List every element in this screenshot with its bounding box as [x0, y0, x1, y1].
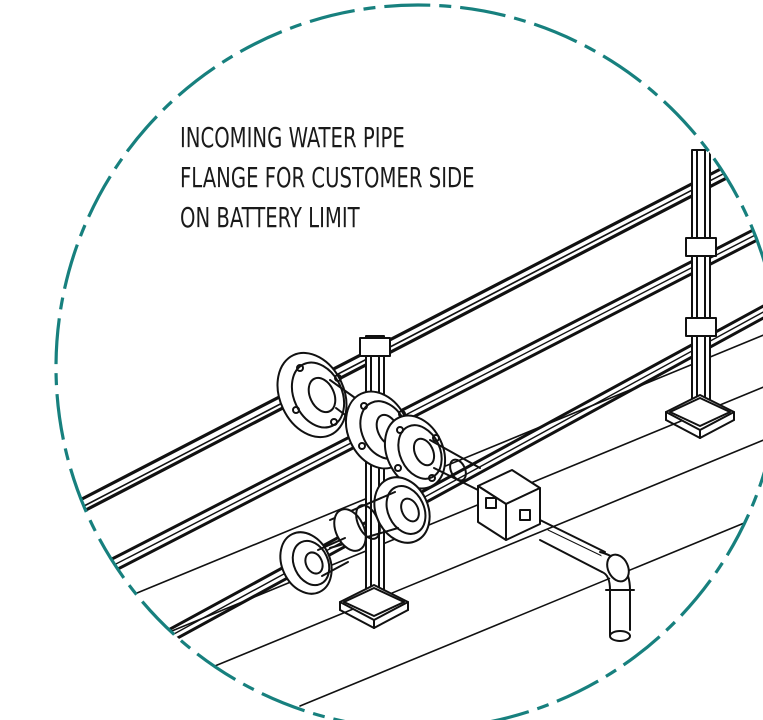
flange-lower-left: [279, 531, 349, 595]
flange-lower-center: [329, 476, 431, 552]
outlet-pipe-elbow: [539, 519, 635, 642]
junction-box: [477, 469, 541, 541]
callout-note: INCOMING WATER PIPE FLANGE FOR CUSTOMER …: [180, 118, 476, 238]
callout-line-3: ON BATTERY LIMIT: [180, 201, 360, 234]
flange-right: [383, 414, 483, 493]
callout-line-2: FLANGE FOR CUSTOMER SIDE: [180, 161, 475, 194]
support-post-right: [665, 149, 735, 439]
detail-callout-circle: [54, 3, 763, 720]
callout-line-1: INCOMING WATER PIPE: [180, 121, 405, 154]
